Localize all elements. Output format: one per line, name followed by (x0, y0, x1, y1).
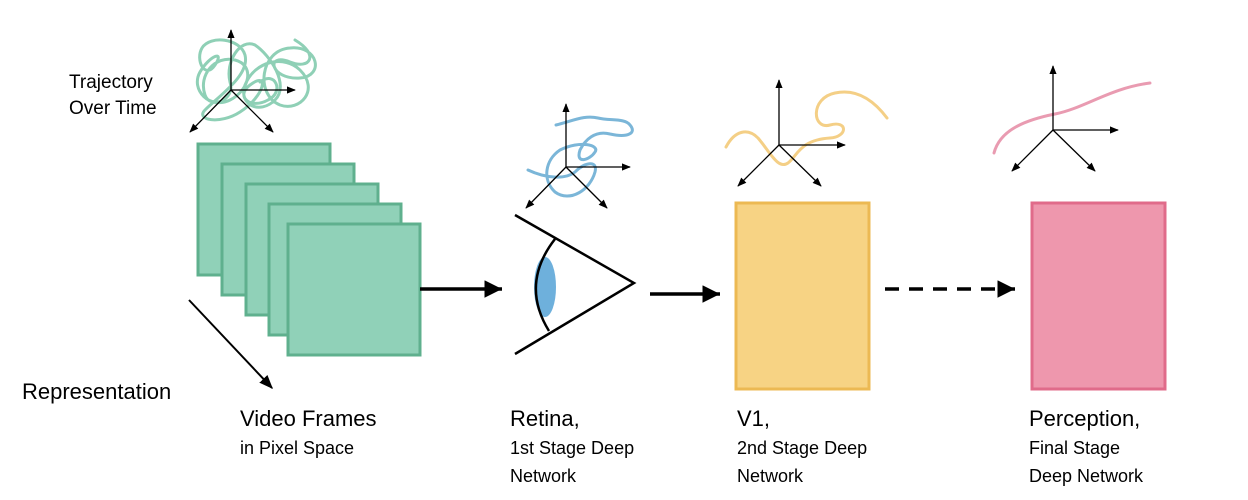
perception-box (1030, 201, 1167, 391)
pixel-space-axes (189, 29, 317, 133)
pixel-trajectory-curve (195, 38, 317, 122)
trajectory-label-line2: Over Time (69, 98, 157, 119)
v1-box (734, 201, 871, 391)
perception-trajectory-curve (992, 81, 1152, 155)
retina-axes (525, 103, 634, 209)
stage-subtitle: Network (510, 466, 577, 486)
v1-trajectory-curve (724, 90, 889, 166)
stage-subtitle: Network (737, 466, 804, 486)
stage-title: V1, (737, 406, 771, 431)
perception-axes (992, 65, 1152, 172)
retina-eye-icon (514, 213, 637, 356)
stage-label-video-frames: Video Frames in Pixel Space (240, 408, 377, 462)
trajectory-label: Trajectory Over Time (69, 70, 157, 122)
trajectory-label-line1: Trajectory (69, 72, 153, 93)
representation-arrow (188, 299, 273, 390)
stage-label-v1: V1, 2nd Stage Deep Network (737, 408, 867, 490)
representation-label: Representation (22, 379, 172, 404)
stage-subtitle: Deep Network (1029, 466, 1144, 486)
stage-label-perception: Perception, Final Stage Deep Network (1029, 408, 1143, 490)
stage-subtitle: 1st Stage Deep (510, 438, 635, 458)
video-frames-stack (196, 142, 422, 357)
stage-subtitle: Final Stage (1029, 438, 1121, 458)
retina-trajectory-curve (526, 115, 634, 198)
stage-subtitle: 2nd Stage Deep (737, 438, 868, 458)
v1-axes (724, 79, 889, 187)
retina-lens (534, 257, 556, 317)
stage-title: Perception, (1029, 406, 1141, 431)
stage-label-retina: Retina, 1st Stage Deep Network (510, 408, 634, 490)
stage-subtitle: in Pixel Space (240, 438, 355, 458)
stage-title: Video Frames (240, 406, 377, 431)
stage-title: Retina, (510, 406, 580, 431)
video-frame (286, 222, 422, 357)
